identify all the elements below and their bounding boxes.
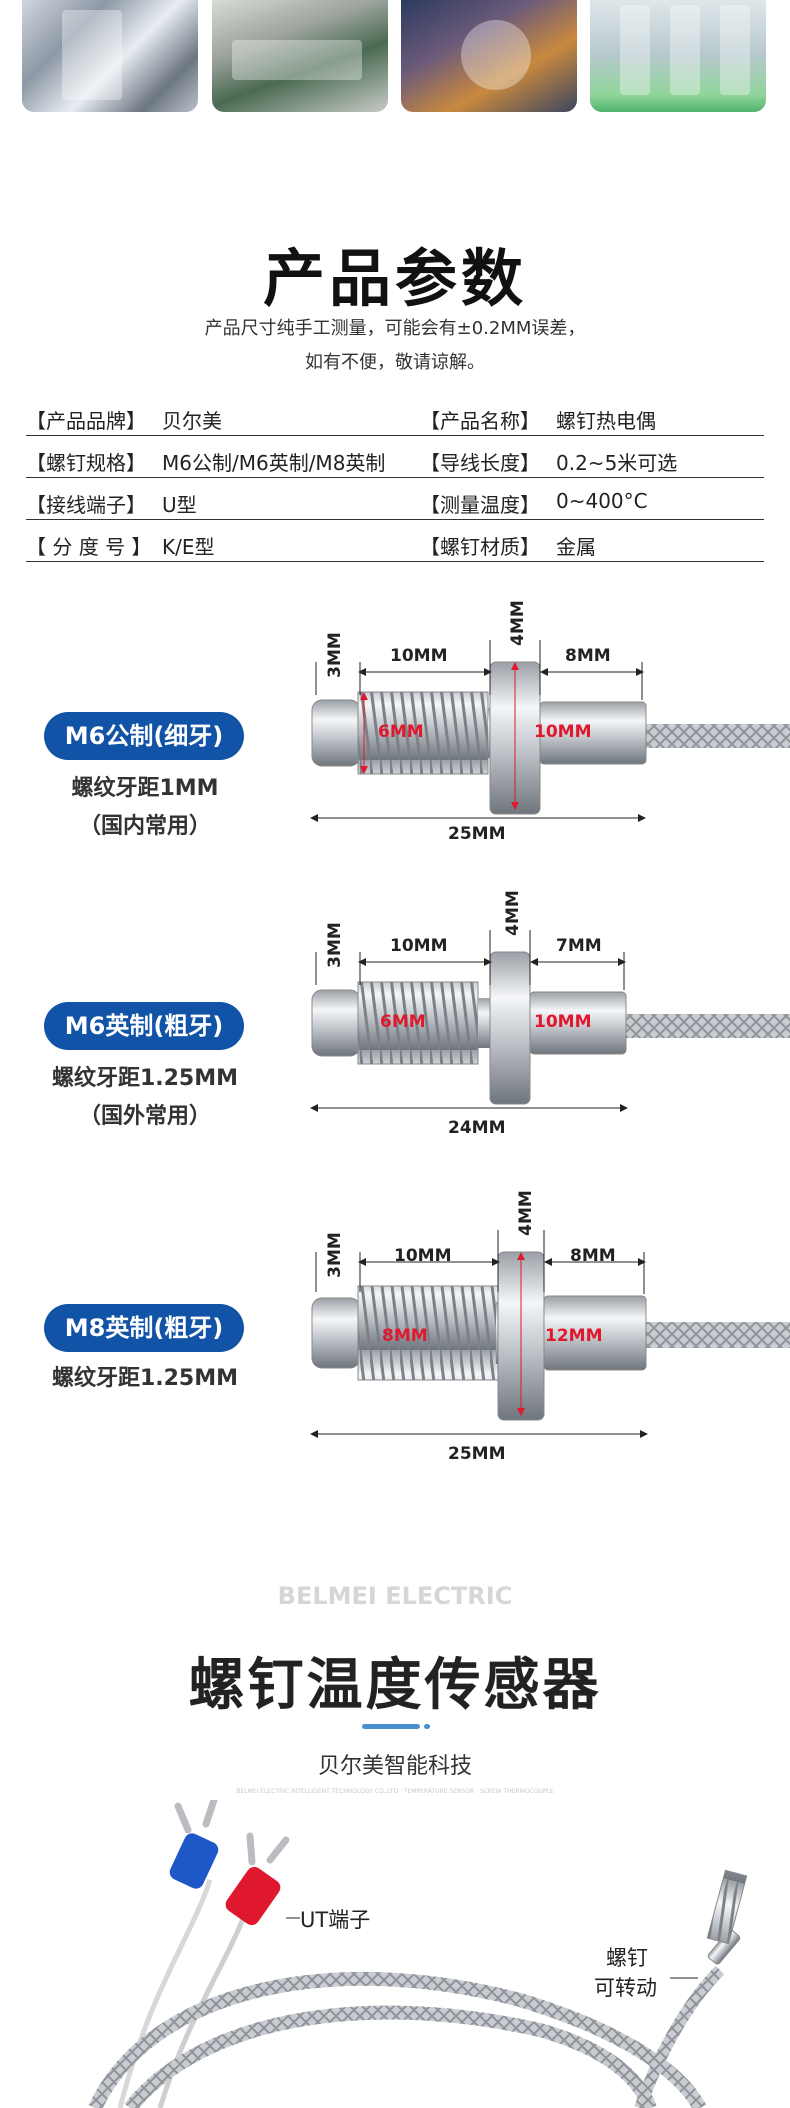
params-note-line-1: 产品尺寸纯手工测量，可能会有±0.2MM误差， [204, 318, 586, 339]
callout-ut-terminal: UT端子 [300, 1908, 371, 1932]
dim-tail-diameter: 10MM [534, 722, 592, 742]
dim-thread-length: 10MM [390, 646, 448, 666]
params-title: 产品参数 [262, 242, 527, 315]
variant-label-m6-metric: M6公制(细牙) [44, 712, 244, 760]
screw-diagram-m6-metric [310, 640, 790, 822]
application-photo-4 [590, 0, 766, 112]
application-photo-2 [212, 0, 388, 112]
variant-pitch: 螺纹牙距1MM [71, 776, 219, 801]
product-photo [88, 1800, 748, 2108]
spec-value: 贝尔美 [162, 409, 222, 433]
spec-key: 【测量温度】 [420, 493, 540, 517]
dim-thread-length: 10MM [394, 1246, 452, 1266]
variant-label-m6-imperial: M6英制(粗牙) [44, 1002, 244, 1050]
spec-row: 【产品品牌】 贝尔美 【产品名称】 螺钉热电偶 [26, 395, 764, 436]
spec-value: U型 [162, 493, 197, 517]
dim-tail: 7MM [556, 936, 602, 956]
brand-english: BELMEI ELECTRIC [277, 1582, 513, 1610]
product-title: 螺钉温度传感器 [188, 1653, 602, 1718]
screw-diagram-m6-imperial [310, 930, 790, 1112]
dim-total: 25MM [448, 824, 506, 844]
dim-thread-diameter: 6MM [378, 722, 424, 742]
spec-value: M6公制/M6英制/M8英制 [162, 451, 386, 475]
fine-print: BELMEI ELECTRIC INTELLIGENT TECHNOLOGY C… [236, 1788, 554, 1795]
dim-head: 3MM [324, 922, 345, 968]
screw-diagram-m8-imperial [310, 1230, 790, 1438]
spec-value: 金属 [556, 535, 596, 559]
spec-key: 【产品名称】 [420, 409, 540, 433]
dim-head: 3MM [324, 1232, 345, 1278]
spec-key: 【 分 度 号 】 [26, 535, 152, 559]
spec-row: 【 分 度 号 】 K/E型 【螺钉材质】 金属 [26, 521, 764, 562]
dim-thread-diameter: 6MM [380, 1012, 426, 1032]
screw-head-photo [706, 1869, 748, 1965]
dim-thread-length: 10MM [390, 936, 448, 956]
spec-value: 螺钉热电偶 [556, 409, 656, 433]
variant-note: （国内常用） [78, 814, 211, 839]
ut-terminal-red [225, 1832, 290, 1926]
variant-pitch: 螺纹牙距1.25MM [51, 1066, 239, 1091]
callout-screw-line-1: 螺钉 [606, 1946, 648, 1970]
dim-tail-diameter: 12MM [545, 1326, 603, 1346]
title-divider [362, 1724, 420, 1729]
spec-key: 【产品品牌】 [26, 409, 146, 433]
dim-tail: 8MM [565, 646, 611, 666]
spec-key: 【螺钉材质】 [420, 535, 540, 559]
dim-nut: 4MM [515, 1190, 536, 1236]
spec-row: 【螺钉规格】 M6公制/M6英制/M8英制 【导线长度】 0.2~5米可选 [26, 437, 764, 478]
variant-label-m8-imperial: M8英制(粗牙) [44, 1304, 244, 1352]
dim-head: 3MM [324, 632, 345, 678]
spec-key: 【螺钉规格】 [26, 451, 146, 475]
spec-key: 【导线长度】 [420, 451, 540, 475]
dim-nut: 4MM [507, 600, 528, 646]
ut-terminal-blue [169, 1800, 219, 1889]
company-name: 贝尔美智能科技 [317, 1754, 472, 1779]
dim-thread-diameter: 8MM [382, 1326, 428, 1346]
dim-total: 25MM [448, 1444, 506, 1464]
dim-total: 24MM [448, 1118, 506, 1138]
spec-row: 【接线端子】 U型 【测量温度】 0~400°C [26, 479, 764, 520]
variant-pitch: 螺纹牙距1.25MM [51, 1366, 239, 1391]
application-photo-3 [401, 0, 577, 112]
params-note-line-2: 如有不便，敬请谅解。 [305, 352, 485, 373]
dim-tail: 8MM [570, 1246, 616, 1266]
spec-value: K/E型 [162, 535, 215, 559]
spec-value: 0.2~5米可选 [556, 451, 678, 475]
spec-value: 0~400°C [556, 489, 648, 513]
spec-key: 【接线端子】 [26, 493, 146, 517]
title-divider-dot [424, 1724, 430, 1729]
callout-screw-line-2: 可转动 [594, 1976, 657, 2000]
variant-note: （国外常用） [78, 1104, 211, 1129]
application-photo-1 [22, 0, 198, 112]
dim-tail-diameter: 10MM [534, 1012, 592, 1032]
dim-nut: 4MM [502, 890, 523, 936]
